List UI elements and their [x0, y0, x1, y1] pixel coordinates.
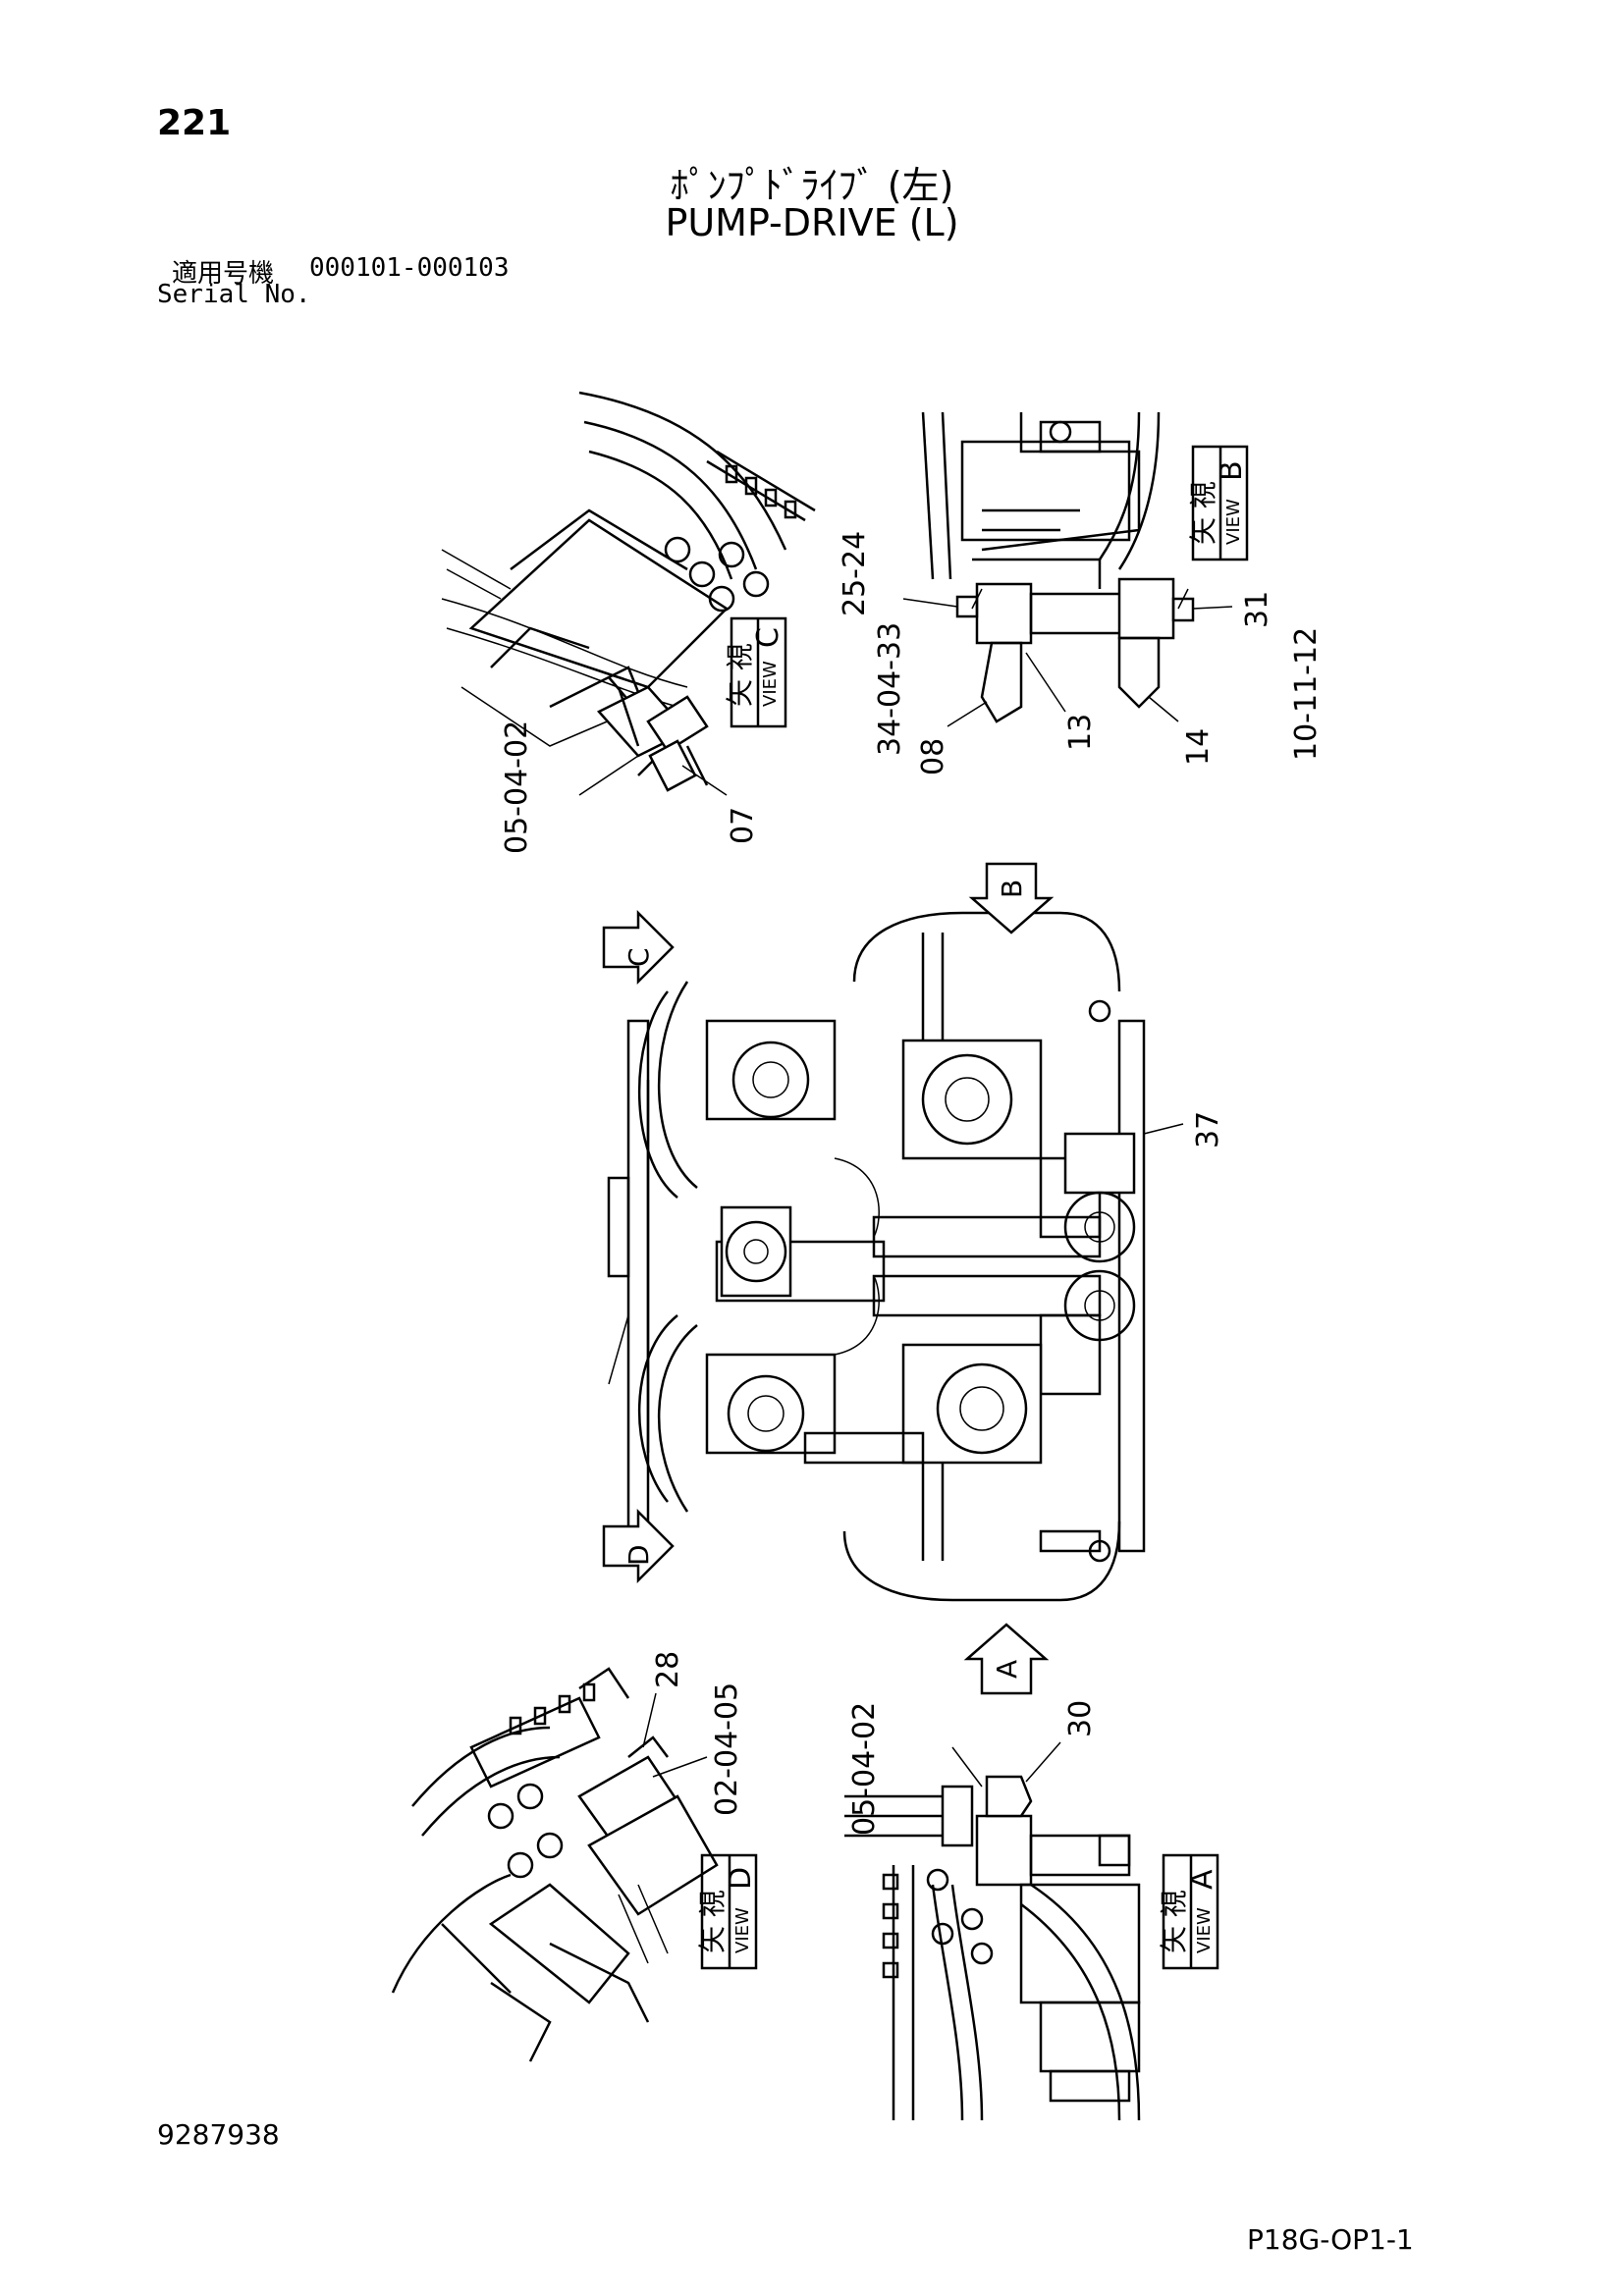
arrow-c-letter: C	[623, 947, 655, 967]
arrow-b-letter: B	[996, 880, 1028, 898]
callout-31: 31	[1240, 591, 1274, 628]
view-c-ja: 矢 視	[724, 643, 756, 707]
arrow-a: A	[963, 1623, 1050, 1695]
view-a-en: VIEW	[1194, 1907, 1215, 1953]
callout-37: 37	[1191, 1111, 1225, 1148]
view-c-en: VIEW	[760, 661, 781, 707]
arrow-b: B	[968, 862, 1055, 934]
view-b-label: 矢 視 VIEW B	[1187, 445, 1249, 561]
view-a-letter: A	[1185, 1869, 1219, 1890]
callout-13: 13	[1063, 714, 1098, 751]
page-number: 221	[157, 103, 232, 143]
view-a-detail	[844, 1775, 1141, 2121]
page-title: PUMP-DRIVE (L)	[665, 201, 959, 244]
callout-08: 08	[916, 738, 950, 775]
view-d-detail	[391, 1667, 719, 2062]
arrow-a-letter: A	[991, 1660, 1023, 1679]
main-assembly	[607, 911, 1146, 1602]
view-d-ja: 矢 視	[696, 1890, 729, 1953]
view-b-letter: B	[1215, 460, 1249, 481]
view-a-ja: 矢 視	[1158, 1890, 1190, 1953]
callout-30: 30	[1063, 1700, 1098, 1737]
serial-label: Serial No.	[157, 280, 311, 309]
view-d-label: 矢 視 VIEW D	[696, 1853, 758, 1970]
view-d-letter: D	[724, 1867, 758, 1890]
arrow-d-letter: D	[623, 1544, 655, 1566]
view-b-detail	[921, 411, 1195, 723]
callout-05-04-02-a: 05-04-02	[847, 1702, 882, 1836]
callout-02-04-05: 02-04-05	[710, 1682, 744, 1816]
callout-28: 28	[651, 1651, 685, 1688]
arrow-c: C	[602, 909, 675, 986]
view-c-letter: C	[751, 627, 785, 648]
serial-label-japanese: 適用号機	[172, 259, 275, 289]
callout-14: 14	[1181, 728, 1216, 766]
callout-34-04-33: 34-04-33	[873, 622, 907, 756]
view-d-en: VIEW	[732, 1907, 753, 1953]
serial-range: 000101-000103	[309, 253, 510, 283]
view-c-label: 矢 視 VIEW C	[724, 616, 787, 728]
view-a-label: 矢 視 VIEW A	[1158, 1853, 1219, 1970]
callout-25-24: 25-24	[838, 531, 872, 616]
callout-07-c: 07	[726, 807, 760, 844]
page-title-japanese: ﾎﾟﾝﾌﾟﾄﾞﾗｲﾌﾞ (左)	[670, 164, 954, 207]
view-b-ja: 矢 視	[1187, 481, 1219, 545]
view-c-detail	[441, 391, 816, 792]
callout-10-11-12: 10-11-12	[1289, 627, 1324, 761]
drawing-code: P18G-OP1-1	[1247, 2223, 1414, 2256]
document-number: 9287938	[157, 2118, 280, 2151]
view-b-en: VIEW	[1223, 499, 1244, 545]
arrow-d: D	[602, 1508, 675, 1584]
callout-05-04-02-c: 05-04-02	[500, 721, 534, 854]
